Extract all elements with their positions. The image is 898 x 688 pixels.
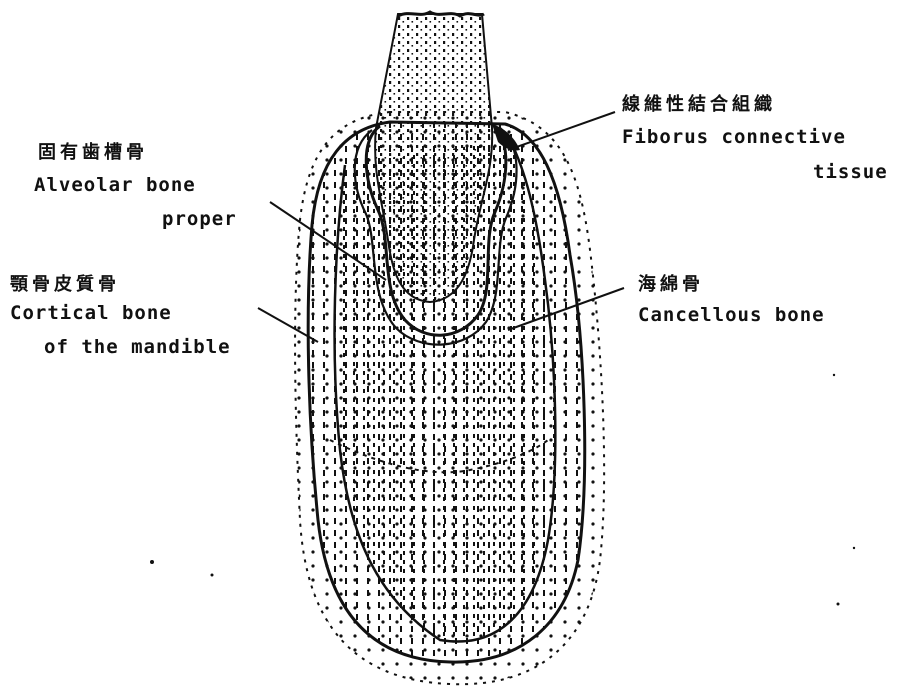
speck: [211, 574, 214, 577]
cortical-bone-label-jp: 顎骨皮質骨: [10, 276, 120, 294]
alveolar-bone-label-jp: 固有歯槽骨: [38, 144, 148, 162]
cancellous-bone-label-jp: 海綿骨: [638, 276, 704, 294]
speck: [837, 603, 840, 606]
fibrous-tissue-label-en-2: tissue: [813, 163, 888, 182]
alveolar-bone-label-en: Alveolar bone: [34, 176, 196, 195]
fibrous-tissue-label-jp: 線維性結合組織: [622, 96, 776, 114]
cancellous-bone-label-en: Cancellous bone: [638, 306, 825, 325]
fibrous-tissue-label-en: Fiborus connective: [622, 128, 846, 147]
speck: [833, 374, 835, 376]
speck: [150, 560, 154, 564]
cortical-bone-label-en-2: of the mandible: [44, 338, 231, 357]
speck: [853, 547, 855, 549]
cortical-bone-label-en: Cortical bone: [10, 304, 172, 323]
alveolar-bone-label-en-2: proper: [162, 210, 237, 229]
